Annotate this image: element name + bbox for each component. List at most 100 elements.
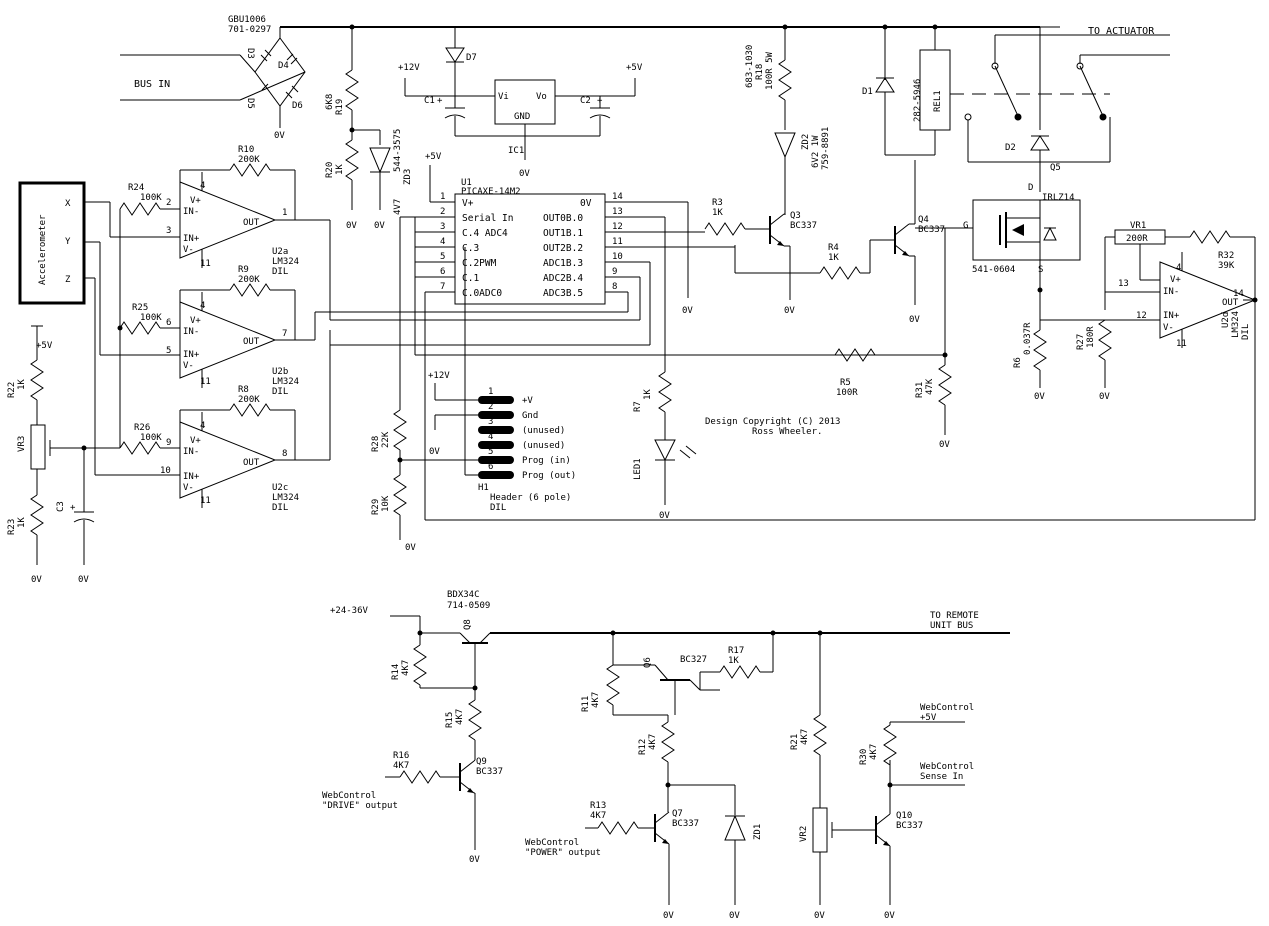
h1-n3: 3	[488, 417, 493, 427]
u1-0v: 0V	[682, 306, 693, 316]
mosfet-s: S	[1038, 265, 1043, 275]
u1-n8: 8	[612, 282, 617, 292]
d2-label: D2	[1005, 143, 1016, 153]
wc-power-line2: "POWER" output	[525, 848, 601, 858]
r26-label: R26	[134, 423, 150, 433]
u1-pin-b1: OUT1B.1	[543, 228, 583, 239]
r23-label: R23	[7, 519, 17, 535]
mosfet-d: D	[1028, 183, 1033, 193]
zd3-0v: 0V	[374, 221, 385, 231]
u1-n12: 12	[612, 222, 623, 232]
u2d-out: OUT	[1222, 298, 1239, 308]
u2b-inminus: IN-	[183, 327, 199, 337]
led1-0v: 0V	[659, 511, 670, 521]
r16-label: R16	[393, 751, 409, 761]
opamp-u2a: 4 V+ IN- IN+ V- 11 OUT 1 2 3 U2a LM324 D…	[119, 145, 331, 320]
mosfet-partno: 541-0604	[972, 265, 1015, 275]
input-divider: R19 6K8 R20 1K ZD3 544-3575 4V7 0V 0V	[325, 27, 413, 231]
u2c-pin11: 11	[200, 496, 211, 506]
r22-label: R22	[7, 382, 17, 398]
q8-type: BDX34C	[447, 590, 480, 600]
c3-label: C3	[56, 501, 66, 512]
r9-label: R9	[238, 265, 249, 275]
wc-5v-line1: WebControl	[920, 703, 974, 713]
u1-pin-b2: OUT2B.2	[543, 243, 583, 254]
to-actuator-label: TO ACTUATOR	[1088, 26, 1155, 37]
u1-5v: +5V	[425, 152, 442, 162]
h1-plusv: +V	[522, 396, 533, 406]
u1-pin-c2: C.2PWM	[462, 258, 497, 269]
q9-label: Q9	[476, 757, 487, 767]
u2b-label: U2b	[272, 367, 288, 377]
r20-value: 1K	[335, 164, 345, 175]
u1-pin-0v: 0V	[580, 198, 592, 209]
h1-dil: DIL	[490, 503, 506, 513]
r5-value: 100R	[836, 388, 858, 398]
u1-pin-c4: C.4 ADC4	[462, 228, 508, 239]
accel-x: X	[65, 199, 71, 209]
u1-pin-b4: ADC2B.4	[543, 273, 583, 284]
u1-n1: 1	[440, 192, 445, 202]
u2b-pin6: 6	[166, 318, 171, 328]
u2c-out: OUT	[243, 458, 260, 468]
u2a-inplus: IN+	[183, 234, 200, 244]
mosfet-label: IRLZ14	[1042, 193, 1075, 203]
wc-5v-line2: +5V	[920, 713, 937, 723]
header-pins	[478, 396, 514, 479]
rel1-partno: 282-5946	[913, 79, 923, 122]
u1-pin-c1: C.1	[462, 273, 479, 284]
r5-label: R5	[840, 378, 851, 388]
bridge-0v: 0V	[274, 131, 285, 141]
u1-pin-c3: C.3	[462, 243, 479, 254]
ic1-5v: +5V	[626, 63, 643, 73]
u2b-out: OUT	[243, 337, 260, 347]
r30-label: R30	[859, 749, 869, 765]
u2c-inplus: IN+	[183, 472, 200, 482]
q3-type: BC337	[790, 221, 817, 231]
r7-label: R7	[633, 401, 643, 412]
r23-0v: 0V	[31, 575, 42, 585]
d7-label: D7	[466, 53, 477, 63]
supply-24-36v: +24-36V	[330, 606, 369, 616]
r18-label: R18	[755, 64, 765, 80]
relay-supply: 683-1030 R18 100R 5W ZD2 6V2 1W 759-8891	[745, 27, 831, 215]
q4-type: BC337	[918, 225, 945, 235]
h1-gnd: Gnd	[522, 411, 538, 421]
u2c-label: U2c	[272, 483, 288, 493]
r22-value: 1K	[17, 379, 27, 390]
accel-y: Y	[65, 237, 71, 247]
u1-n14: 14	[612, 192, 623, 202]
r15-label: R15	[445, 712, 455, 728]
u2a-label: U2a	[272, 247, 288, 257]
r27-label: R27	[1076, 334, 1086, 350]
u2a-pkg: DIL	[272, 267, 288, 277]
rel1-label: REL1	[933, 90, 943, 112]
u1-n5: 5	[440, 252, 445, 262]
wc-drive-line2: "DRIVE" output	[322, 801, 398, 811]
vr3-label: VR3	[17, 436, 27, 452]
r24-label: R24	[128, 183, 144, 193]
h1-0v: 0V	[429, 447, 440, 457]
status-led: R7 1K LED1 0V	[633, 371, 697, 521]
q6-type: BC327	[680, 655, 707, 665]
zd3-partno: 544-3575	[393, 129, 403, 172]
r28-value: 22K	[381, 431, 391, 448]
u1-pin-b0: OUT0B.0	[543, 213, 583, 224]
u1-pin-c0: C.0ADC0	[462, 288, 502, 299]
r11-value: 4K7	[591, 692, 601, 708]
r29-label: R29	[371, 499, 381, 515]
r14-value: 4K7	[401, 660, 411, 676]
d4-label: D4	[278, 61, 289, 71]
r22-5v: +5V	[36, 341, 53, 351]
r19-value: 6K8	[325, 94, 335, 110]
c1-label: C1	[424, 96, 435, 106]
r6-0v: 0V	[1034, 392, 1045, 402]
vr2-0v: 0V	[814, 911, 825, 921]
wc-sense-line2: Sense In	[920, 772, 963, 782]
u2d-inplus: IN+	[1163, 311, 1180, 321]
u2c-pin8: 8	[282, 449, 287, 459]
q5-label: Q5	[1050, 163, 1061, 173]
r3-value: 1K	[712, 208, 723, 218]
r4-label: R4	[828, 243, 839, 253]
ic1-12v: +12V	[398, 63, 420, 73]
